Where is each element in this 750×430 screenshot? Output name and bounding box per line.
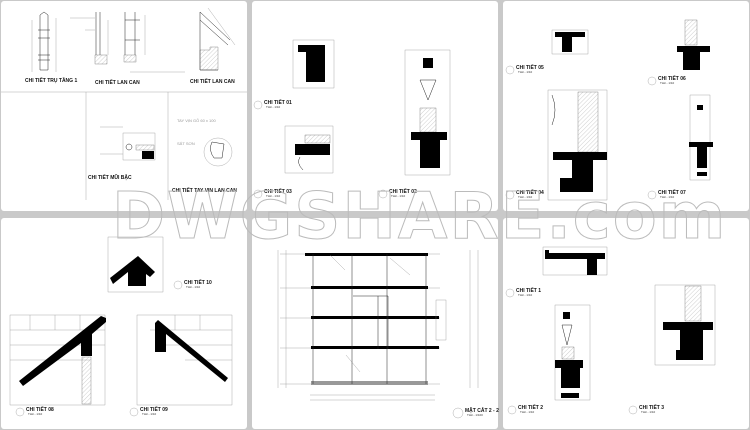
svg-text:TLĐ - 1/10: TLĐ - 1/10 (520, 410, 535, 414)
label-column-detail: CHI TIẾT TRỤ TẦNG 1 (25, 77, 77, 84)
svg-text:TLĐ - 1/10: TLĐ - 1/10 (518, 293, 533, 297)
svg-text:CHI TIẾT 05: CHI TIẾT 05 (516, 64, 544, 71)
label-railing-detail-1: CHI TIẾT LAN CAN (95, 79, 140, 86)
detail-01-drawing (292, 39, 335, 89)
detail-02-drawing (404, 49, 451, 176)
svg-text:CHI TIẾT 03: CHI TIẾT 03 (264, 188, 292, 195)
svg-text:TLĐ - 1/10: TLĐ - 1/10 (518, 70, 533, 74)
svg-text:CHI TIẾT 08: CHI TIẾT 08 (26, 406, 54, 413)
sheet-top-left (1, 1, 247, 211)
detail-3-drawing (654, 284, 716, 366)
svg-text:CHI TIẾT 02: CHI TIẾT 02 (389, 188, 417, 195)
label-stair-nosing-detail: CHI TIẾT MŨI BẬC (88, 174, 132, 181)
svg-text:CHI TIẾT 10: CHI TIẾT 10 (184, 279, 212, 286)
detail-03-drawing (284, 125, 334, 174)
stair-nosing-detail-drawing (100, 126, 156, 161)
railing-detail-drawing-1 (70, 12, 109, 65)
svg-text:TLĐ - 1/10: TLĐ - 1/10 (660, 81, 675, 85)
watermark-logo: DWGSHARE.com (112, 180, 727, 254)
detail-05-drawing (551, 29, 589, 55)
section-2-2-drawing (277, 250, 479, 401)
railing-detail-drawing-2 (123, 12, 185, 73)
svg-text:TLĐ - 1/10: TLĐ - 1/10 (142, 412, 157, 416)
svg-text:CHI TIẾT 1: CHI TIẾT 1 (516, 287, 541, 294)
svg-text:CHI TIẾT 04: CHI TIẾT 04 (516, 189, 544, 196)
detail-06-drawing (677, 19, 710, 70)
svg-text:CHI TIẾT 3: CHI TIẾT 3 (639, 404, 664, 411)
detail-10-drawing (107, 236, 164, 293)
detail-07-drawing (689, 94, 713, 181)
svg-text:CHI TIẾT 09: CHI TIẾT 09 (140, 406, 168, 413)
svg-text:TLĐ - 1/100: TLĐ - 1/100 (467, 413, 483, 417)
note-painted-steel: SẮT SƠN (177, 141, 195, 146)
note-wood-handrail: TAY VỊN GỖ 60 x 100 (177, 118, 216, 123)
label-handrail-detail: CHI TIẾT TAY VỊN LAN CAN (172, 187, 237, 194)
svg-text:TLĐ - 1/10: TLĐ - 1/10 (266, 105, 281, 109)
detail-09-drawing (136, 314, 233, 406)
detail-2-drawing (554, 304, 591, 401)
svg-text:CHI TIẾT 2: CHI TIẾT 2 (518, 404, 543, 411)
detail-04-drawing (547, 89, 608, 201)
handrail-detail-drawing (203, 137, 233, 167)
svg-text:TLĐ - 1/10: TLĐ - 1/10 (266, 194, 281, 198)
svg-text:MẶT CẮT 2 - 2: MẶT CẮT 2 - 2 (465, 406, 499, 414)
svg-text:TLĐ - 1/10: TLĐ - 1/10 (641, 410, 656, 414)
stair-railing-detail-drawing (199, 7, 236, 71)
detail-1-drawing (542, 246, 608, 276)
sheet-bottom-middle (252, 218, 498, 429)
svg-text:CHI TIẾT 06: CHI TIẾT 06 (658, 75, 686, 82)
svg-text:CHI TIẾT 01: CHI TIẾT 01 (264, 99, 292, 106)
svg-text:TLĐ - 1/10: TLĐ - 1/10 (186, 285, 201, 289)
detail-08-drawing (9, 314, 106, 406)
svg-text:TLĐ - 1/10: TLĐ - 1/10 (391, 194, 406, 198)
svg-text:CHI TIẾT 07: CHI TIẾT 07 (658, 189, 686, 196)
column-detail-drawing (31, 11, 57, 72)
label-railing-detail-2: CHI TIẾT LAN CAN (190, 78, 235, 85)
svg-text:TLĐ - 1/10: TLĐ - 1/10 (660, 195, 675, 199)
svg-text:TLĐ - 1/10: TLĐ - 1/10 (28, 412, 43, 416)
svg-text:TLĐ - 1/10: TLĐ - 1/10 (518, 195, 533, 199)
sheet-bottom-left (1, 218, 247, 429)
